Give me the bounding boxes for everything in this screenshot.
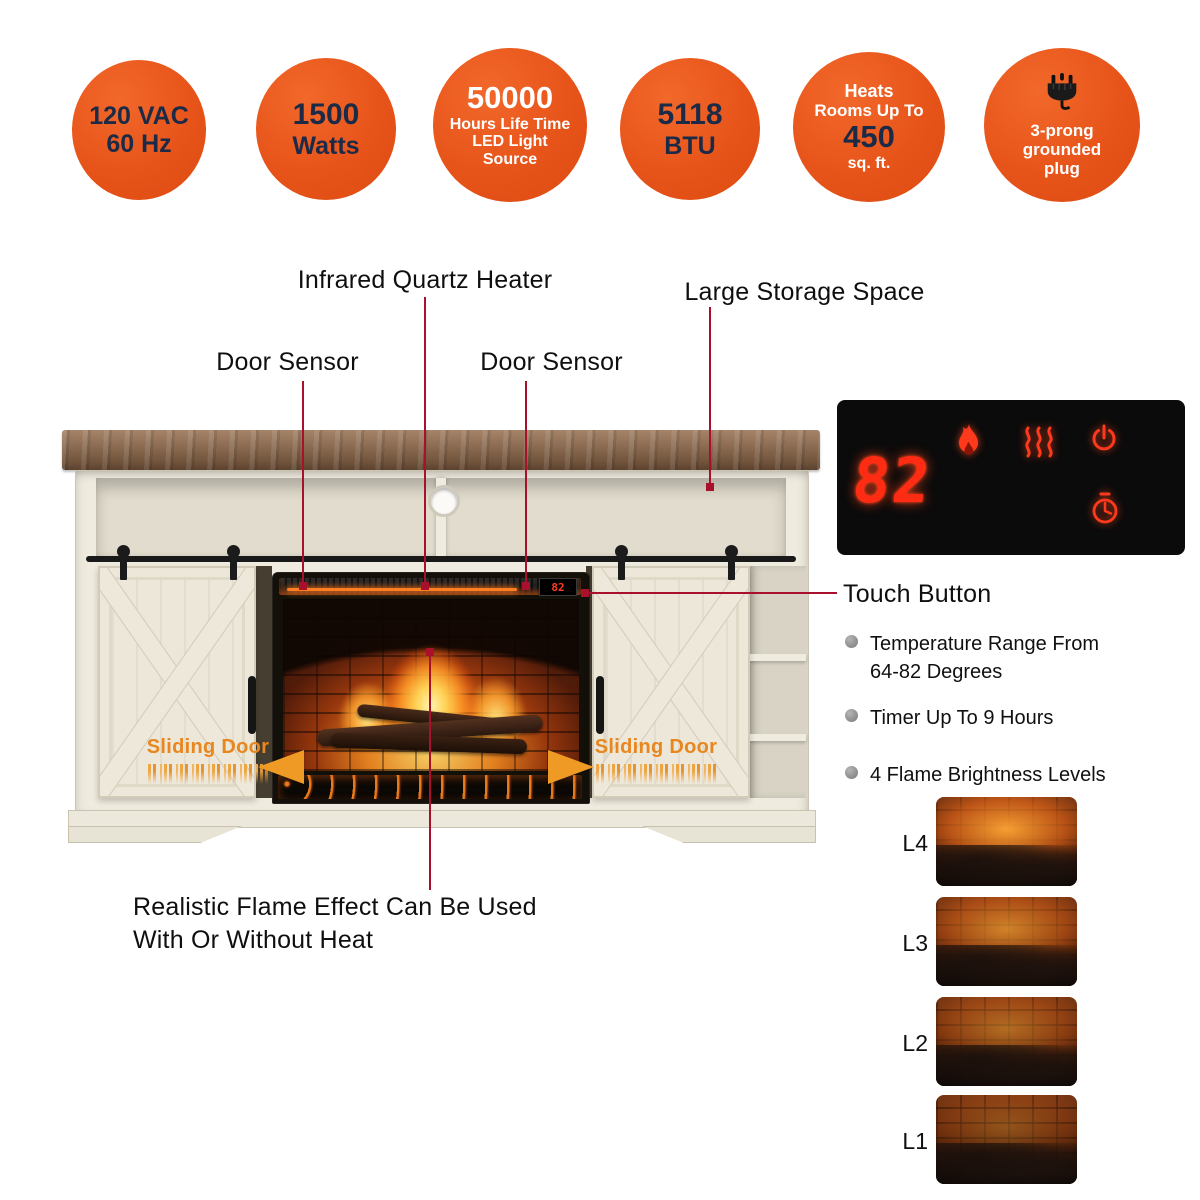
badge-led-life: 50000 Hours Life Time LED Light Source [433,48,587,202]
door-handle-right[interactable] [596,676,604,734]
logs-overlay [936,1045,1077,1086]
timer-icon[interactable] [1090,492,1120,531]
feature-temperature-range: Temperature Range From 64-82 Degrees [845,630,1140,686]
logs-overlay [936,1143,1077,1184]
base-molding [68,810,816,828]
callout-line-flame-effect [426,648,434,890]
feature-text: 4 Flame Brightness Levels [870,764,1106,786]
badge-coverage-line3: 450 [843,119,895,155]
side-shelf-right [750,566,806,798]
badge-watts: 1500 Watts [256,58,396,200]
badge-coverage-line4: sq. ft. [847,155,891,172]
flame-icon[interactable] [950,422,986,467]
door-handle-left[interactable] [248,676,256,734]
fireplace-insert: 82 [272,572,590,804]
badge-watts-line1: 1500 [292,98,360,132]
feature-brightness-levels: 4 Flame Brightness Levels [845,761,1140,789]
shelf-board [750,734,806,741]
feature-text: Timer Up To 9 Hours [870,707,1054,729]
power-plug-icon [1037,72,1087,117]
sliding-barn-door-right[interactable] [592,566,750,798]
level-label-l3: L3 [902,930,928,956]
logs-overlay [936,945,1077,986]
callout-flame-effect-line1: Realistic Flame Effect Can Be Used [133,893,537,921]
bullet-icon [845,709,858,722]
callout-line-touch-button [581,589,837,597]
feature-timer: Timer Up To 9 Hours [845,704,1140,732]
sliding-door-label-right: Sliding Door [594,736,718,758]
badge-btu-line1: 5118 [657,98,723,132]
level-thumbnail-l3 [936,897,1077,986]
badge-voltage-line2: 60 Hz [106,130,172,158]
wood-top [62,430,820,470]
foot-right [642,826,816,843]
logs-overlay [936,845,1077,886]
badge-plug: 3-prong grounded plug [984,48,1140,202]
heater-glow [287,588,517,591]
door-hanger [117,545,130,580]
firebox-brick-interior [283,599,579,771]
badge-plug-line2: grounded [1022,139,1102,159]
bullet-icon [845,766,858,779]
level-label-l4: L4 [902,830,928,856]
callout-touch-button: Touch Button [843,580,992,608]
feature-text: Temperature Range From 64-82 Degrees [870,633,1099,683]
badge-plug-line3: plug [1044,158,1080,178]
callout-door-sensor-left: Door Sensor [216,348,359,376]
badge-btu: 5118 BTU [620,58,760,200]
callout-flame-effect-line2: With Or Without Heat [133,926,374,954]
badge-coverage-line2: Rooms Up To [814,101,924,121]
badge-led-line4: Source [482,151,538,169]
badge-btu-line2: BTU [664,131,716,160]
badge-plug-line1: 3-prong [1030,120,1094,140]
level-thumbnail-l2 [936,997,1077,1086]
shelf-divider [436,478,446,558]
cabinet-opening-right [586,566,596,798]
callout-large-storage: Large Storage Space [684,278,925,306]
barcode-decor-left [148,764,268,784]
badge-voltage-line1: 120 VAC [89,102,189,130]
badge-coverage-line1: Heats [844,81,894,102]
slide-direction-arrow-right [548,750,594,784]
power-icon[interactable] [1089,424,1119,461]
fireplace-tv-stand: 82 Sliding Door Sliding Door [62,430,820,843]
level-label-l2: L2 [902,1030,928,1056]
shelf-board [750,654,806,661]
callout-door-sensor-center: Door Sensor [480,348,623,376]
infrared-quartz-heater-bar [279,578,581,595]
badge-led-line3: LED Light [472,133,548,151]
level-label-l1: L1 [902,1128,928,1154]
temperature-readout: 82 [849,444,936,517]
slide-direction-arrow-left [258,750,304,784]
level-thumbnail-l1 [936,1095,1077,1184]
cable-hole [428,485,460,517]
heat-waves-icon[interactable] [1022,426,1056,463]
foot-left [68,826,242,843]
sliding-barn-door-left[interactable] [98,566,256,798]
callout-infrared-heater: Infrared Quartz Heater [297,266,553,294]
bullet-icon [845,635,858,648]
badge-coverage: Heats Rooms Up To 450 sq. ft. [793,52,945,202]
badge-watts-line2: Watts [292,131,360,160]
barn-door-rail [86,556,796,562]
level-thumbnail-l4 [936,797,1077,886]
badge-led-line2: Hours Life Time [449,115,571,133]
touch-control-panel[interactable]: 82 [837,400,1185,555]
door-hanger [725,545,738,580]
barcode-decor-right [596,764,716,784]
callout-line-door-sensor-center [522,381,530,590]
insert-temperature-display: 82 [539,578,577,596]
door-hanger [615,545,628,580]
cabinet-opening-left [256,566,272,798]
door-hanger [227,545,240,580]
badge-led-line1: 50000 [466,79,554,115]
callout-line-storage [706,307,714,491]
callout-line-infrared [421,297,429,590]
callout-line-door-sensor-left [299,381,307,590]
sliding-door-label-left: Sliding Door [146,736,270,758]
badge-voltage: 120 VAC 60 Hz [72,60,206,200]
